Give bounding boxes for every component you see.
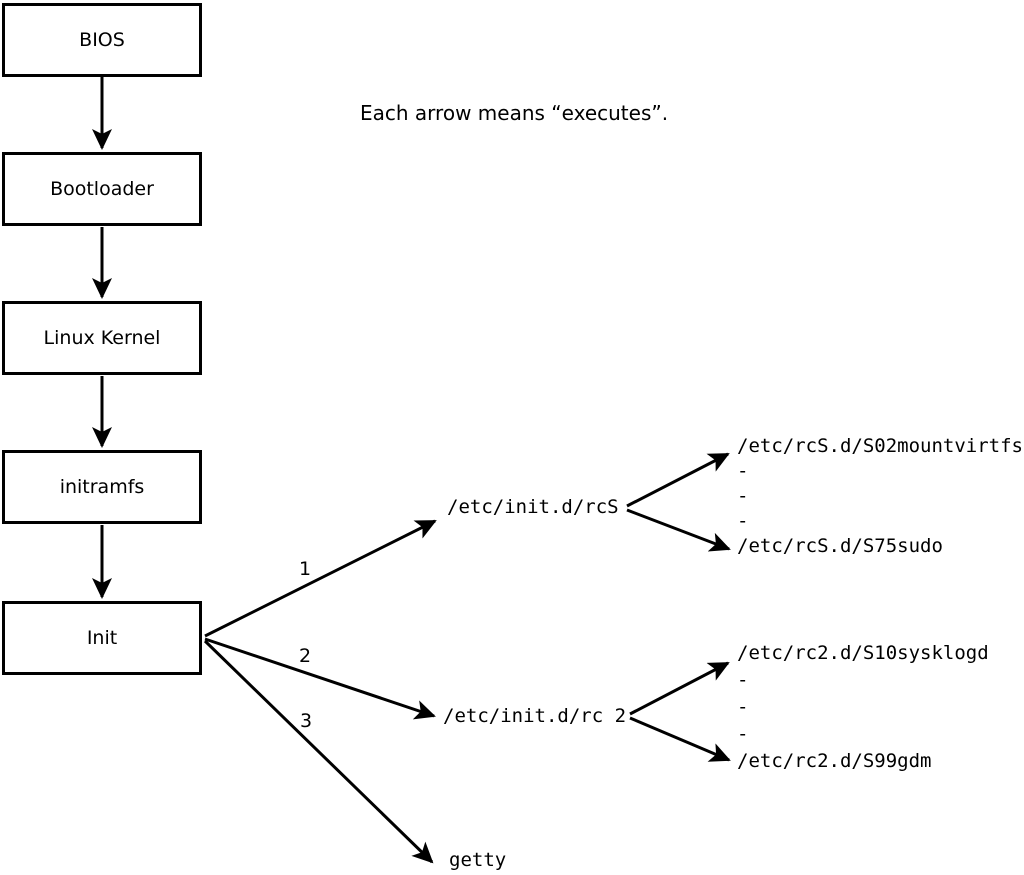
edge-number-2: 2 xyxy=(299,645,312,667)
node-bootloader: Bootloader xyxy=(2,152,202,226)
arrow-init-to-rc2 xyxy=(204,637,436,720)
target-getty: getty xyxy=(449,849,507,871)
script-item: - xyxy=(737,460,749,482)
script-item: - xyxy=(737,723,749,745)
node-bios-label: BIOS xyxy=(79,29,125,51)
arrow-rc2-to-s99gdm xyxy=(629,716,731,762)
arrow-rcs-to-s75sudo xyxy=(626,508,731,552)
target-rcs: /etc/init.d/rcS xyxy=(447,496,619,518)
node-linux-kernel: Linux Kernel xyxy=(2,301,202,375)
script-item: - xyxy=(737,696,749,718)
node-initramfs-label: initramfs xyxy=(59,476,145,498)
script-list-rcs: /etc/rcS.d/S02mountvirtfs - - - /etc/rcS… xyxy=(737,434,1023,559)
script-item: - xyxy=(737,669,749,691)
node-init-label: Init xyxy=(86,627,118,649)
script-item: - xyxy=(737,510,749,532)
script-list-rc2: /etc/rc2.d/S10sysklogd - - - /etc/rc2.d/… xyxy=(737,640,989,775)
arrow-init-to-rcs xyxy=(204,519,437,638)
node-init: Init xyxy=(2,601,202,675)
arrow-init-to-getty xyxy=(203,639,434,864)
node-initramfs: initramfs xyxy=(2,450,202,524)
script-item: /etc/rc2.d/S99gdm xyxy=(737,750,932,772)
edge-number-1: 1 xyxy=(299,558,312,580)
legend-note: Each arrow means “executes”. xyxy=(360,101,669,125)
node-linux-kernel-label: Linux Kernel xyxy=(43,327,161,349)
script-item: /etc/rcS.d/S02mountvirtfs xyxy=(737,435,1023,457)
script-item: - xyxy=(737,485,749,507)
arrow-rcs-to-s02mountvirtfs xyxy=(626,452,730,508)
script-item: /etc/rcS.d/S75sudo xyxy=(737,535,943,557)
script-item: /etc/rc2.d/S10sysklogd xyxy=(737,642,989,664)
target-rc2: /etc/init.d/rc 2 xyxy=(443,705,627,727)
node-bootloader-label: Bootloader xyxy=(50,178,154,200)
arrow-rc2-to-s10sysklogd xyxy=(629,661,730,716)
node-bios: BIOS xyxy=(2,3,202,77)
edge-number-3: 3 xyxy=(300,710,313,732)
